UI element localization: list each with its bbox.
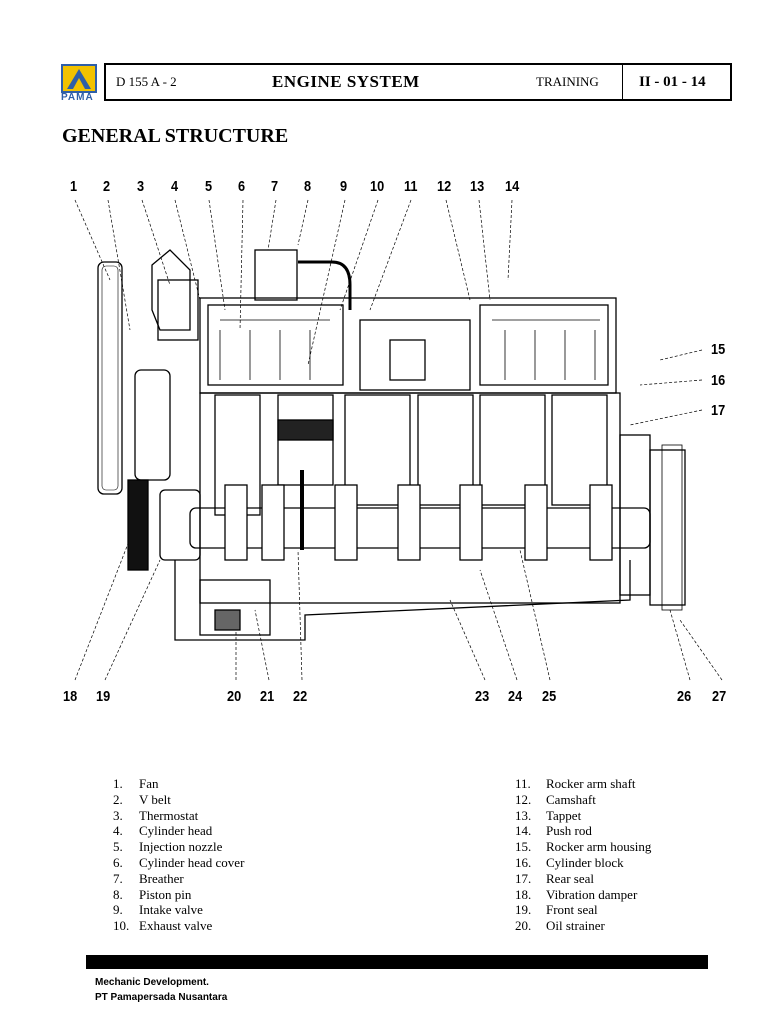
legend-item: 6.Cylinder head cover [113, 854, 245, 870]
legend-item: 2.V belt [113, 791, 171, 807]
callout-12: 12 [437, 178, 452, 195]
callout-10: 10 [370, 178, 385, 195]
callout-5: 5 [205, 178, 213, 195]
callout-7: 7 [271, 178, 279, 195]
callout-26: 26 [677, 688, 692, 705]
pama-logo [61, 64, 97, 93]
legend-item: 4.Cylinder head [113, 823, 213, 839]
parts-legend-left: 1.Fan 2.V belt 3.Thermostat 4.Cylinder h… [113, 776, 244, 934]
callout-2: 2 [103, 178, 111, 195]
callout-27: 27 [712, 688, 727, 705]
callout-18: 18 [63, 688, 78, 705]
legend-item: 10.Exhaust valve [113, 918, 213, 934]
callout-17: 17 [711, 402, 726, 419]
legend-item: 16.Cylinder block [515, 854, 624, 870]
footer-line-1: Mechanic Development. [95, 977, 209, 988]
legend-item: 18.Vibration damper [515, 886, 638, 902]
section-label: TRAINING [536, 74, 599, 89]
leader-lines [74, 199, 723, 681]
callout-20: 20 [227, 688, 242, 705]
legend-item: 8.Piston pin [113, 886, 192, 902]
footer-line-2: PT Pamapersada Nusantara [95, 992, 228, 1003]
callout-22: 22 [293, 688, 308, 705]
footer-bar [86, 955, 708, 969]
callout-25: 25 [542, 688, 557, 705]
legend-item: 5.Injection nozzle [113, 839, 223, 855]
callout-9: 9 [340, 178, 348, 195]
page-heading: GENERAL STRUCTURE [62, 125, 289, 147]
legend-item: 14.Push rod [515, 823, 592, 839]
legend-item: 20.Oil strainer [515, 918, 605, 934]
page-number: II - 01 - 14 [639, 74, 706, 90]
callout-23: 23 [475, 688, 490, 705]
legend-item: 3.Thermostat [113, 807, 199, 823]
callout-8: 8 [304, 178, 312, 195]
legend-item: 19.Front seal [515, 902, 598, 918]
legend-item: 15.Rocker arm housing [515, 839, 652, 855]
legend-item: 9.Intake valve [113, 902, 203, 918]
callout-21: 21 [260, 688, 275, 705]
callout-24: 24 [508, 688, 523, 705]
header-divider [622, 65, 623, 99]
callout-6: 6 [238, 178, 246, 195]
legend-item: 1.Fan [113, 776, 159, 791]
header-title: ENGINE SYSTEM [272, 72, 420, 91]
callout-15: 15 [711, 341, 726, 358]
callout-16: 16 [711, 372, 726, 389]
parts-legend-right: 11.Rocker arm shaft 12.Camshaft 13.Tappe… [515, 776, 651, 934]
legend-item: 12.Camshaft [515, 791, 596, 807]
callout-14: 14 [505, 178, 520, 195]
callout-3: 3 [137, 178, 145, 195]
callout-11: 11 [404, 178, 418, 195]
callout-1: 1 [70, 178, 78, 195]
legend-item: 13.Tappet [515, 807, 582, 823]
document-header: D 155 A - 2 ENGINE SYSTEM TRAINING II - … [104, 63, 732, 101]
model-label: D 155 A - 2 [116, 74, 177, 89]
callout-4: 4 [171, 178, 179, 195]
legend-item: 17.Rear seal [515, 870, 595, 886]
callout-13: 13 [470, 178, 485, 195]
legend-item: 11.Rocker arm shaft [515, 776, 636, 791]
callout-19: 19 [96, 688, 111, 705]
legend-item: 7.Breather [113, 870, 184, 886]
logo-wordmark: PAMA [61, 92, 94, 103]
engine-cross-section-diagram [74, 199, 723, 681]
